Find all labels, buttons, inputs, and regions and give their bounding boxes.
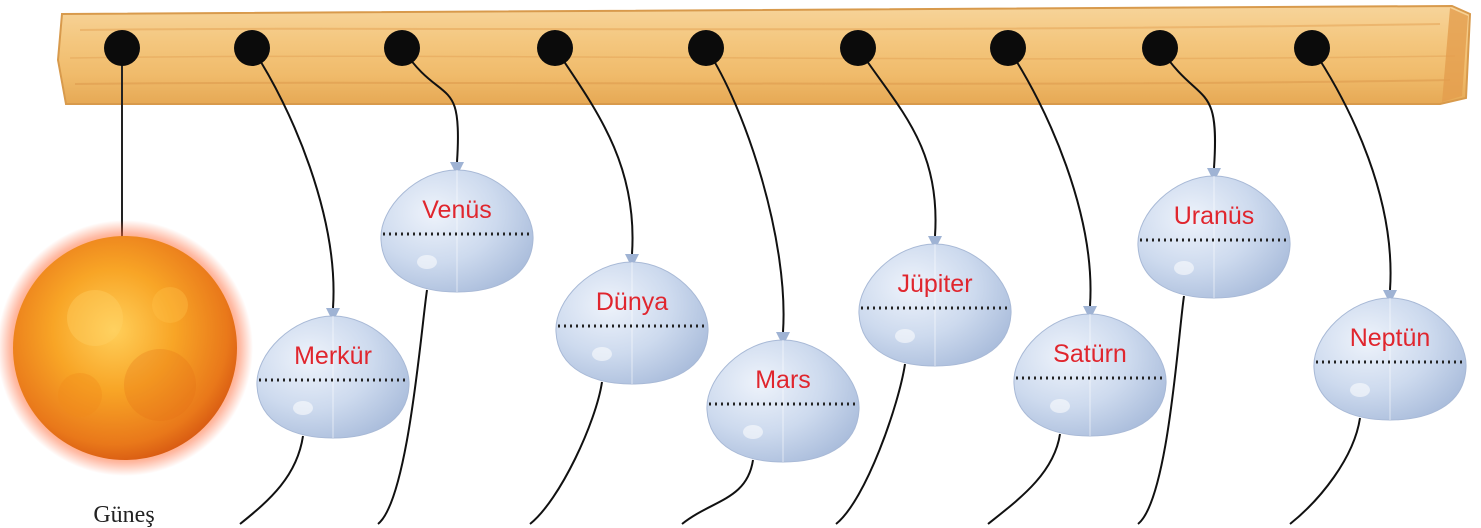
- planet-label: Venüs: [422, 196, 492, 224]
- lower-string: [1289, 417, 1361, 525]
- strings-group: [121, 47, 1392, 525]
- planet-balloon: Dünya: [555, 253, 709, 385]
- planet-label: Dünya: [596, 288, 668, 316]
- upper-string: [554, 47, 634, 255]
- upper-string: [857, 47, 937, 237]
- planet-label: Mars: [755, 366, 811, 394]
- planet-balloon: Satürn: [1013, 305, 1167, 437]
- lower-string: [835, 363, 906, 525]
- peg: [234, 30, 270, 66]
- upper-string: [401, 47, 459, 163]
- balloon-shape: [858, 235, 1012, 367]
- upper-string: [1007, 47, 1092, 307]
- lower-string: [987, 433, 1061, 525]
- upper-string: [1159, 47, 1217, 169]
- peg: [840, 30, 876, 66]
- planet-label: Uranüs: [1174, 202, 1255, 230]
- sun: [0, 220, 253, 476]
- peg: [384, 30, 420, 66]
- balloon-shape: [380, 161, 534, 293]
- balloon-shape: [1313, 289, 1467, 421]
- planet-balloon: Jüpiter: [858, 235, 1012, 367]
- upper-string: [1311, 47, 1392, 291]
- sun-label: Güneş: [93, 502, 154, 528]
- peg: [1294, 30, 1330, 66]
- balloon-shape: [1013, 305, 1167, 437]
- lower-string: [377, 289, 428, 525]
- lower-string: [1137, 295, 1185, 525]
- balloon-shape: [256, 307, 410, 439]
- planet-balloon: Neptün: [1313, 289, 1467, 421]
- planet-label: Merkür: [294, 342, 372, 370]
- planet-label: Jüpiter: [897, 270, 972, 298]
- upper-string: [705, 47, 785, 333]
- lower-string: [681, 459, 754, 525]
- planet-label: Neptün: [1350, 324, 1431, 352]
- planet-balloon: Uranüs: [1137, 167, 1291, 299]
- peg: [990, 30, 1026, 66]
- peg: [688, 30, 724, 66]
- wooden-beam: [56, 4, 1472, 105]
- balloon-shape: [706, 331, 860, 463]
- peg: [104, 30, 140, 66]
- planet-balloon: Venüs: [380, 161, 534, 293]
- planet-label: Satürn: [1053, 340, 1127, 368]
- lower-string: [529, 381, 603, 525]
- upper-string: [251, 47, 335, 309]
- pegs-group: [104, 30, 1330, 66]
- peg: [1142, 30, 1178, 66]
- balloon-shape: [555, 253, 709, 385]
- planet-balloon: Merkür: [256, 307, 410, 439]
- peg: [537, 30, 573, 66]
- planet-balloon: Mars: [706, 331, 860, 463]
- lower-string: [239, 435, 304, 525]
- balloon-shape: [1137, 167, 1291, 299]
